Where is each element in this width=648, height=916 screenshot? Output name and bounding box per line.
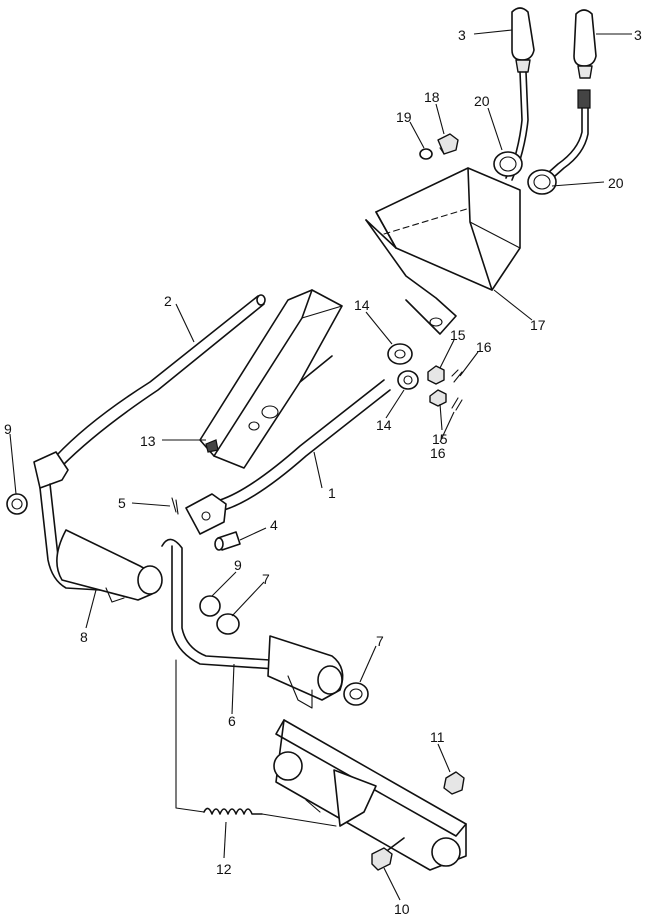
callout-13: 13	[140, 433, 156, 449]
callout-17: 17	[530, 317, 546, 333]
pedal-center	[161, 538, 344, 709]
callout-3-right: 3	[634, 27, 642, 43]
control-lever-right	[539, 9, 597, 185]
bolt-top	[437, 133, 459, 155]
callout-18: 18	[424, 89, 440, 105]
pedal-left	[33, 451, 163, 603]
callout-4: 4	[270, 517, 278, 533]
cotter-pin-lower	[451, 397, 463, 411]
callout-7-left: 7	[262, 571, 270, 587]
nut-lower	[429, 389, 447, 407]
callout-15-upper: 15	[450, 327, 466, 343]
bracket	[199, 289, 343, 469]
return-spring	[175, 659, 337, 827]
callout-16-upper: 16	[476, 339, 492, 355]
callout-11: 11	[430, 729, 445, 745]
nut-base	[443, 771, 465, 795]
rod-long	[55, 294, 266, 467]
bolt-base	[371, 837, 405, 871]
rod-short	[185, 379, 391, 535]
callout-7-right: 7	[376, 633, 384, 649]
callout-5: 5	[118, 495, 126, 511]
callout-14-upper: 14	[354, 297, 370, 313]
bushing-left	[6, 493, 28, 515]
pin	[214, 531, 241, 551]
bushing-center-1	[199, 595, 221, 617]
bushing-center-2	[216, 613, 240, 635]
callout-16-lower: 16	[430, 445, 446, 461]
washer-top	[419, 148, 433, 160]
console-cover	[365, 167, 521, 335]
callout-1: 1	[328, 485, 336, 501]
callout-labels: 1 2 3 3 4 5 6 7 7 8 9 9 10 11 12 13 14 1…	[4, 27, 642, 916]
nut-upper	[427, 365, 445, 385]
callout-12: 12	[216, 861, 232, 877]
base-bracket	[273, 719, 467, 871]
callout-6: 6	[228, 713, 236, 729]
callout-10: 10	[394, 901, 410, 916]
callout-14-lower: 14	[376, 417, 392, 433]
callout-8: 8	[80, 629, 88, 645]
callout-9-center: 9	[234, 557, 242, 573]
callout-15-lower: 15	[432, 431, 448, 447]
callout-19: 19	[396, 109, 412, 125]
callout-3-left: 3	[458, 27, 466, 43]
washer-lower	[397, 370, 419, 390]
cotter-pin-left	[171, 497, 179, 515]
bushing-right	[343, 682, 369, 706]
washer-upper	[387, 343, 413, 365]
callout-20-left: 20	[474, 93, 490, 109]
callout-20-right: 20	[608, 175, 624, 191]
leader-lines	[9, 29, 632, 901]
callout-2: 2	[164, 293, 172, 309]
cotter-pin-upper	[451, 369, 463, 383]
lever-bushing-right	[527, 169, 557, 195]
callout-9-left: 9	[4, 421, 12, 437]
lever-bushing-left	[493, 151, 523, 177]
